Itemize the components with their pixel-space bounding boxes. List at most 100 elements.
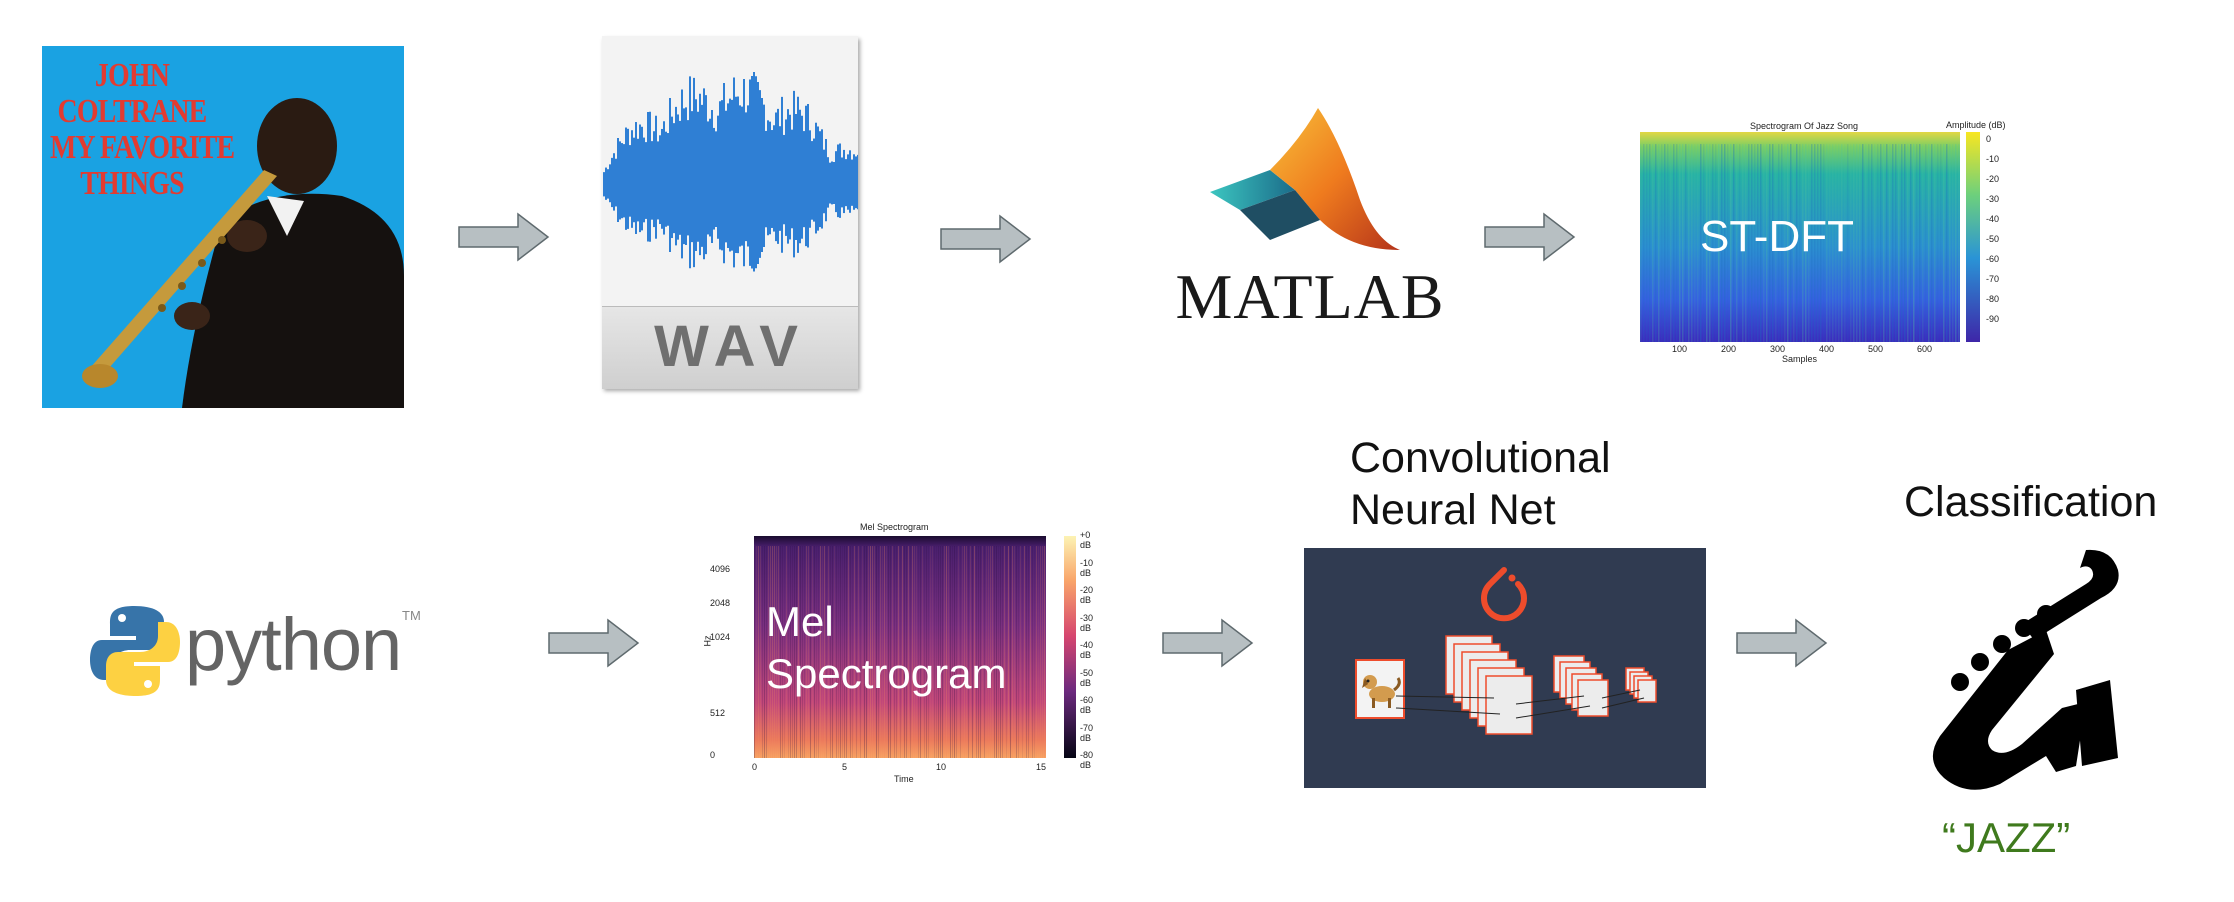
album-cover: JOHN COLTRANE MY FAVORITE THINGS — [42, 46, 404, 408]
spectrogram-streak — [948, 546, 949, 758]
spectrogram-streak — [1742, 144, 1744, 342]
spectrogram-streak — [888, 546, 889, 758]
spectrogram-streak — [1832, 144, 1834, 342]
spectrogram-streak — [838, 546, 839, 758]
spectrogram-streak — [882, 546, 883, 758]
tick-label: 400 — [1819, 344, 1835, 354]
mel-overlay-line: Mel — [766, 598, 834, 645]
spectrogram-streak — [1667, 144, 1669, 342]
mel-streaks — [754, 546, 1045, 758]
spectrogram-streak — [910, 546, 911, 758]
spectrogram-streak — [854, 546, 855, 758]
spectrogram-streak — [1859, 144, 1861, 342]
spectrogram-streak — [996, 546, 997, 758]
spectrogram-streak — [1646, 144, 1648, 342]
arrow-right-icon — [1162, 618, 1254, 668]
album-title-line: JOHN — [94, 57, 170, 94]
spectrogram-streak — [990, 546, 991, 758]
wav-file-icon: WAV — [602, 36, 862, 392]
spectrogram-streak — [784, 546, 785, 758]
album-title: JOHN COLTRANE MY FAVORITE THINGS — [50, 57, 235, 202]
spectrogram-streak — [1034, 546, 1035, 758]
spectrogram-streak — [918, 546, 919, 758]
spectrogram-streak — [1796, 144, 1798, 342]
spectrogram-streak — [1856, 144, 1858, 342]
dog-icon — [1362, 675, 1401, 708]
tick-label: 0 — [1986, 134, 1992, 144]
spectrogram-streak — [1694, 144, 1696, 342]
spectrogram-streak — [754, 546, 755, 758]
spectrogram-streak — [844, 546, 845, 758]
tick-label: 10 — [936, 762, 947, 772]
tick-label: -20 — [1986, 174, 2000, 184]
spectrogram-streak — [978, 546, 979, 758]
spectrogram-streak — [1811, 144, 1813, 342]
tick-label: 600 — [1917, 344, 1933, 354]
mel-x-label: Time — [894, 774, 914, 784]
spectrogram-streak — [972, 546, 973, 758]
spectrogram-streak — [758, 546, 759, 758]
spectrogram-streak — [1781, 144, 1783, 342]
pytorch-flame-icon — [1481, 567, 1527, 622]
python-logo: python TM — [90, 596, 430, 706]
spectrogram-streak — [1664, 144, 1666, 342]
spectrogram-streak — [794, 546, 795, 758]
spectrogram-streak — [1715, 144, 1717, 342]
spectrogram-streak — [1766, 144, 1768, 342]
spectrogram-streak — [804, 546, 805, 758]
spectrogram-streak — [1883, 144, 1885, 342]
spectrogram-streak — [1826, 144, 1828, 342]
spectrogram-streak — [892, 546, 893, 758]
tick-label: -90 — [1986, 314, 2000, 324]
spectrogram-streak — [786, 546, 787, 758]
spectrogram-streak — [930, 546, 931, 758]
spectrogram-streak — [984, 546, 985, 758]
spectrogram-streak — [1955, 144, 1957, 342]
spectrogram-streak — [1949, 144, 1951, 342]
spectrogram-streak — [1823, 144, 1825, 342]
spectrogram-streak — [1937, 144, 1939, 342]
spectrogram-streak — [802, 546, 803, 758]
spectrogram-streak — [968, 546, 969, 758]
spectrogram-streak — [934, 546, 935, 758]
spectrogram-streak — [1871, 144, 1873, 342]
spectrogram-streak — [986, 546, 987, 758]
tick-label: -20 dB — [1080, 585, 1094, 605]
tick-label: 512 — [710, 708, 726, 718]
spectrogram-streak — [932, 546, 933, 758]
spectrogram-streak — [1044, 546, 1045, 758]
tick-label: 1024 — [710, 632, 731, 642]
spectrogram-streak — [808, 546, 809, 758]
spectrogram-streak — [1030, 546, 1031, 758]
spectrogram-streak — [816, 546, 817, 758]
classification-title: Classification — [1904, 478, 2158, 526]
spectrogram-streak — [1802, 144, 1804, 342]
spectrogram-streak — [1820, 144, 1822, 342]
spectrogram-streak — [1745, 144, 1747, 342]
spectrogram-streak — [1928, 144, 1930, 342]
cnn-diagram — [1304, 548, 1706, 788]
saxophone-icon — [1896, 540, 2126, 800]
spectrogram-streak — [1042, 546, 1043, 758]
spectrogram-streak — [810, 546, 811, 758]
spectrogram-streak — [870, 546, 871, 758]
spectrogram-streak — [1829, 144, 1831, 342]
spectrogram-streak — [1769, 144, 1771, 342]
spectrogram-streak — [1835, 144, 1837, 342]
spectrogram-streak — [1026, 546, 1027, 758]
spectrogram-streak — [936, 546, 937, 758]
spectrogram-streak — [1814, 144, 1816, 342]
spectrogram-streak — [1799, 144, 1801, 342]
spectrogram-streak — [850, 546, 851, 758]
tick-label: 4096 — [710, 564, 731, 574]
spectrogram-streak — [774, 546, 775, 758]
spectrogram-streak — [1703, 144, 1705, 342]
spectrogram-streak — [872, 546, 873, 758]
tick-label: -80 dB — [1080, 750, 1094, 770]
spectrogram-streak — [1901, 144, 1903, 342]
spectrogram-streak — [860, 546, 861, 758]
stdft-x-label: Samples — [1782, 354, 1818, 364]
spectrogram-streak — [1730, 144, 1732, 342]
spectrogram-streak — [1700, 144, 1702, 342]
